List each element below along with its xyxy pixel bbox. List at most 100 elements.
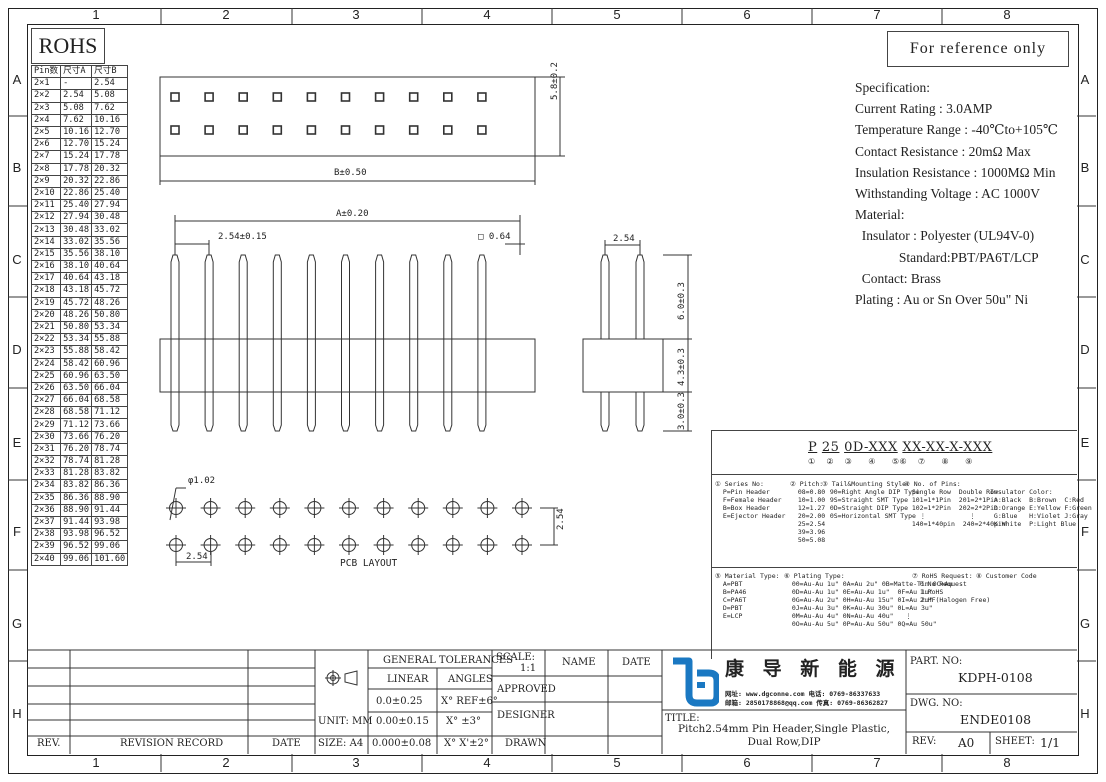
front-view-pin (375, 254, 385, 392)
zone-col-4-top: 4 (483, 7, 491, 22)
pin-table-cell: 2×12 (30, 211, 62, 225)
spec-line: Contact: Brass (855, 270, 941, 286)
code-seg-7: X- (949, 440, 964, 455)
rev-value: A0 (958, 736, 975, 750)
dim-b: B±0.50 (334, 168, 367, 178)
zone-row-D-right: D (1080, 342, 1090, 357)
top-view-pin (340, 125, 351, 135)
linear-label: LINEAR (387, 674, 429, 685)
spec-line: Plating : Au or Sn Over 50u" Ni (855, 292, 1029, 307)
front-view-pin (204, 392, 214, 432)
spec-line: Current Rating : 3.0AMP (855, 101, 993, 117)
zone-row-H-left: H (12, 706, 22, 721)
front-view-pin (238, 392, 248, 432)
zone-row-F-left: F (13, 524, 21, 539)
revision-date-header: DATE (272, 738, 301, 749)
legend-pins: ④ No. of Pins: Single Row Double Row 101… (904, 480, 1006, 528)
spec-line: Specification: (855, 80, 930, 95)
marker-5: ⑤ (891, 457, 900, 466)
spec-line: Standard:PBT/PA6T/LCP (855, 249, 1039, 265)
contact-line-2: 邮箱: 2850178868@qq.com 传真: 0769-86362827 (725, 699, 888, 707)
pin-table-cell: 101.60 (91, 552, 129, 566)
top-view-pin (238, 125, 248, 135)
zone-col-6-top: 6 (743, 7, 751, 22)
zone-row-A-right: A (1080, 72, 1090, 87)
code-seg-4: X (902, 440, 913, 455)
scale-value: 1:1 (520, 663, 537, 674)
zone-col-5-top: 5 (613, 7, 621, 22)
front-view-pin (272, 254, 282, 392)
top-view-pin (306, 92, 317, 102)
code-seg-1: P (808, 440, 818, 455)
spec-line: Withstanding Voltage : AC 1000V (855, 186, 1040, 201)
top-view-pin (272, 125, 283, 135)
zone-col-1-top: 1 (92, 7, 100, 22)
part-code-box (711, 430, 1077, 659)
marker-2: ② (826, 457, 834, 466)
part-code-divider-1 (711, 474, 1077, 475)
part-code-markers: ① ② ③ ④ ⑤⑥ ⑦ ⑧ ⑨ (808, 457, 973, 466)
zone-row-A-left: A (12, 72, 22, 87)
zone-col-7-top: 7 (873, 7, 881, 22)
zone-row-B-left: B (12, 160, 22, 175)
pin-table-row: 2×1-2.54 (30, 77, 129, 91)
top-view-pin (272, 92, 283, 102)
marker-1: ① (808, 457, 816, 466)
top-view-pin (204, 92, 214, 102)
name-header: NAME (562, 657, 596, 668)
scale-label: SCALE: (496, 652, 536, 663)
zone-col-2-top: 2 (222, 7, 230, 22)
rohs-label: ROHS (38, 33, 98, 58)
zone-row-B-right: B (1080, 160, 1090, 175)
dim-pcb-pitch-x: 2.54 (186, 552, 208, 562)
zone-col-7-bottom: 7 (873, 755, 881, 770)
spec-line: Material: (855, 207, 905, 223)
front-view-pin (443, 392, 453, 432)
legend-series: ① Series No: P=Pin Header F=Female Heade… (715, 480, 786, 520)
legend-plating: ⑥ Plating Type: 00=Au-Au 1u" 0A=Au 2u" 0… (784, 572, 953, 628)
pin-table-cell: 99.06 (91, 540, 129, 554)
rohs-box: ROHS (31, 28, 105, 64)
legend-tail: ③ Tail&Mounting Style: 90=Right Angle DI… (822, 480, 920, 520)
front-view-pin (306, 392, 316, 432)
sheet-value: 1/1 (1040, 735, 1061, 750)
contact-line-1: 网址: www.dgconne.com 电话: 0769-86337633 (725, 690, 881, 698)
front-view-pin (409, 254, 419, 392)
date-header: DATE (622, 657, 651, 668)
part-no-label: PART. NO: (910, 656, 963, 667)
zone-col-8-bottom: 8 (1003, 755, 1011, 770)
company-logo-icon (667, 655, 719, 707)
legend-customer: ⑧ Customer Code (976, 572, 1037, 580)
linear-tol-1: 0.0±0.25 (376, 696, 423, 707)
dim-hole-dia: φ1.02 (188, 476, 216, 486)
zone-col-3-top: 3 (352, 7, 360, 22)
drawn-label: DRAWN (505, 738, 547, 749)
front-view-pin (477, 392, 487, 432)
dim-leader (169, 487, 177, 521)
side-view-body (582, 338, 664, 393)
zone-col-6-bottom: 6 (743, 755, 751, 770)
zone-col-8-top: 8 (1003, 7, 1011, 22)
dim-square-pin: □ 0.64 (478, 232, 511, 242)
top-view-pin (442, 92, 453, 102)
zone-row-E-right: E (1080, 435, 1090, 450)
legend-rohs: ⑦ RoHS Request: 0:No Request 1:RoHS 2:HF… (912, 572, 991, 604)
spec-line: Contact Resistance : 20mΩ Max (855, 143, 1031, 159)
